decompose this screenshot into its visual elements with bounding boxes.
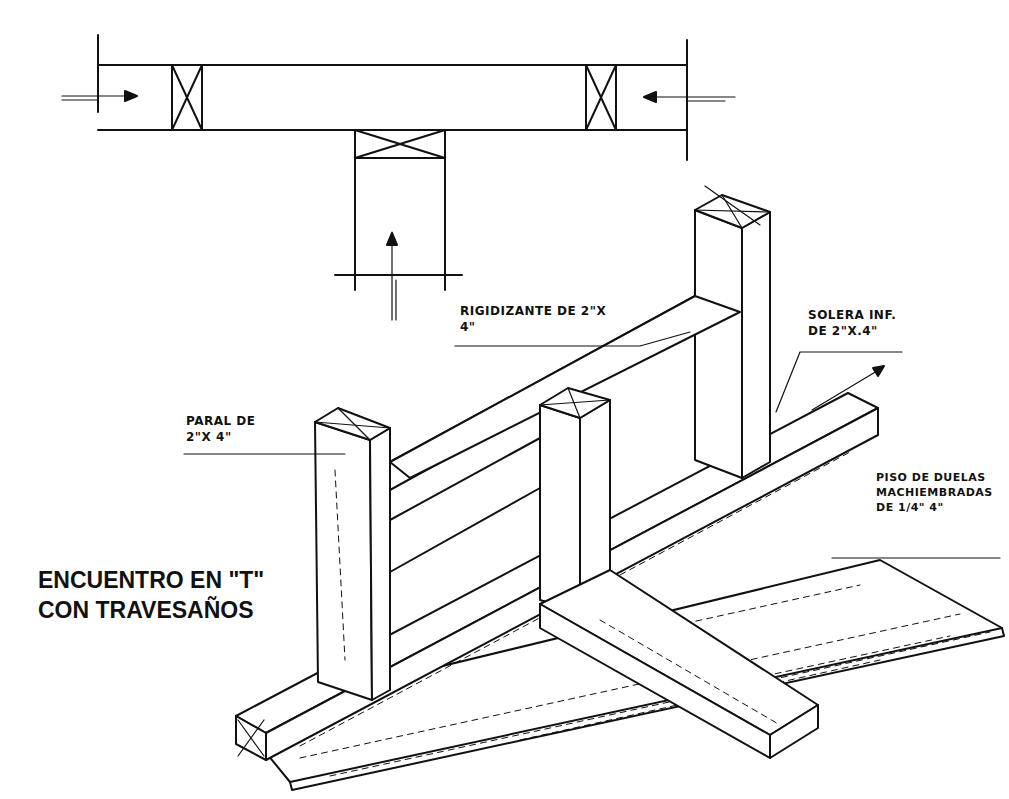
part-label: SOLERA INF. DE 2"X.4" — [806, 306, 910, 340]
drawing-title: ENCUENTRO EN "T" CON TRAVESAÑOS — [38, 566, 313, 626]
part-label: PISO DE DUELAS MACHIEMBRADAS DE 1/4" 4" — [874, 470, 1002, 517]
plan-view — [62, 35, 735, 320]
isometric-view — [236, 186, 1004, 790]
leader-lines — [184, 332, 1000, 558]
part-label: RIGIDIZANTE DE 2"X 4" — [458, 302, 612, 336]
part-label: PARAL DE 2"X 4" — [184, 412, 270, 446]
